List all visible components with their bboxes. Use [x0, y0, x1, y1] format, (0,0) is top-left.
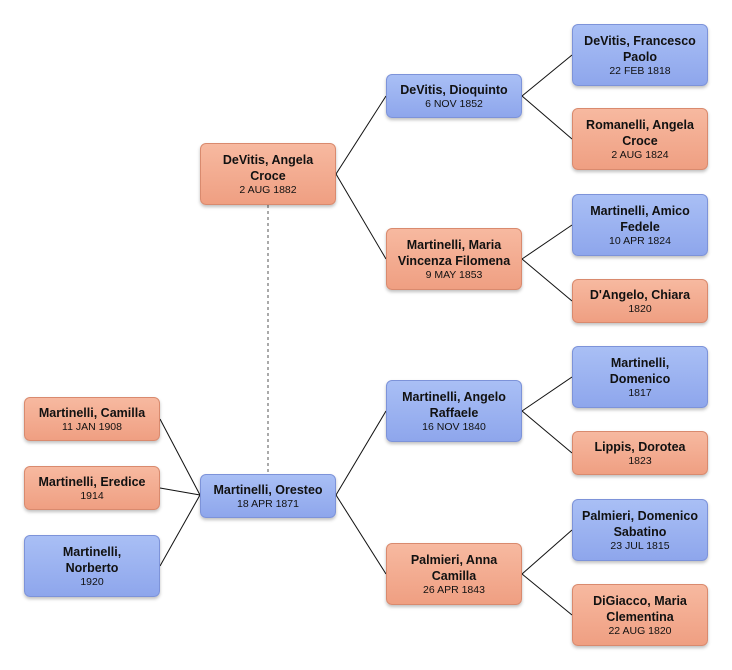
person-date: 1920 — [80, 575, 104, 588]
person-card-eredice[interactable]: Martinelli, Eredice 1914 — [24, 466, 160, 510]
person-date: 22 FEB 1818 — [609, 64, 671, 77]
parent-link-dioquinto-romanelli — [521, 95, 573, 140]
person-name: DeVitis, Francesco Paolo — [584, 33, 696, 64]
child-link-norberto — [159, 494, 201, 567]
person-card-camilla[interactable]: Martinelli, Camilla 11 JAN 1908 — [24, 397, 160, 441]
parent-link-oresteo-angelo — [335, 410, 387, 496]
parent-link-dioquinto-francesco — [521, 54, 573, 97]
person-date: 22 AUG 1820 — [608, 624, 672, 637]
person-name: Martinelli, Oresteo — [213, 482, 323, 497]
person-name: Palmieri, Domenico Sabatino — [581, 508, 698, 539]
person-date: 2 AUG 1882 — [239, 183, 297, 196]
person-name: Martinelli, Angelo Raffaele — [402, 389, 506, 420]
person-card-francesco[interactable]: DeVitis, Francesco Paolo 22 FEB 1818 — [572, 24, 708, 86]
person-date: 18 APR 1871 — [237, 497, 299, 510]
person-card-romanelli[interactable]: Romanelli, Angela Croce 2 AUG 1824 — [572, 108, 708, 170]
person-date: 2 AUG 1824 — [611, 148, 669, 161]
person-card-digiacco[interactable]: DiGiacco, Maria Clementina 22 AUG 1820 — [572, 584, 708, 646]
parent-link-angela-dioquinto — [335, 95, 387, 175]
person-date: 16 NOV 1840 — [422, 420, 486, 433]
person-date: 9 MAY 1853 — [425, 268, 483, 281]
person-card-angelo[interactable]: Martinelli, Angelo Raffaele 16 NOV 1840 — [386, 380, 522, 442]
person-name: Lippis, Dorotea — [594, 439, 686, 454]
person-card-norberto[interactable]: Martinelli, Norberto 1920 — [24, 535, 160, 597]
person-date: 10 APR 1824 — [609, 234, 671, 247]
person-name: Palmieri, Anna Camilla — [410, 552, 498, 583]
person-name: DeVitis, Dioquinto — [400, 82, 508, 97]
parent-link-anna-palmieri — [521, 529, 573, 575]
person-name: Martinelli, Amico Fedele — [590, 203, 690, 234]
person-name: Romanelli, Angela Croce — [586, 117, 694, 148]
person-card-maria-vincenza[interactable]: Martinelli, Maria Vincenza Filomena 9 MA… — [386, 228, 522, 290]
parent-link-anna-digiacco — [521, 573, 573, 616]
person-card-amico[interactable]: Martinelli, Amico Fedele 10 APR 1824 — [572, 194, 708, 256]
parent-link-maria-chiara — [521, 258, 573, 302]
person-date: 1820 — [628, 302, 652, 315]
person-date: 23 JUL 1815 — [610, 539, 670, 552]
person-card-domenico[interactable]: Martinelli, Domenico 1817 — [572, 346, 708, 408]
person-name: DiGiacco, Maria Clementina — [593, 593, 687, 624]
parent-link-angela-maria — [335, 173, 387, 260]
person-date: 11 JAN 1908 — [62, 420, 122, 433]
person-card-chiara[interactable]: D'Angelo, Chiara 1820 — [572, 279, 708, 323]
parent-link-oresteo-anna — [335, 494, 387, 575]
person-date: 1914 — [80, 489, 104, 502]
person-name: Martinelli, Eredice — [38, 474, 146, 489]
child-link-eredice — [159, 487, 201, 496]
person-name: Martinelli, Maria Vincenza Filomena — [397, 237, 511, 268]
person-card-dorotea[interactable]: Lippis, Dorotea 1823 — [572, 431, 708, 475]
person-date: 1817 — [628, 386, 652, 399]
person-name: Martinelli, Camilla — [38, 405, 146, 420]
child-link-camilla — [159, 418, 201, 496]
person-name: Martinelli, Norberto — [62, 544, 122, 575]
person-card-oresteo[interactable]: Martinelli, Oresteo 18 APR 1871 — [200, 474, 336, 518]
person-date: 1823 — [628, 454, 652, 467]
person-name: D'Angelo, Chiara — [589, 287, 691, 302]
person-card-anna[interactable]: Palmieri, Anna Camilla 26 APR 1843 — [386, 543, 522, 605]
person-date: 6 NOV 1852 — [425, 97, 483, 110]
parent-link-angelo-dorotea — [521, 410, 573, 454]
parent-link-maria-amico — [521, 224, 573, 260]
person-name: DeVitis, Angela Croce — [222, 152, 314, 183]
parent-link-angelo-domenico — [521, 376, 573, 412]
person-card-palmieri-domenico[interactable]: Palmieri, Domenico Sabatino 23 JUL 1815 — [572, 499, 708, 561]
person-date: 26 APR 1843 — [423, 583, 485, 596]
person-name: Martinelli, Domenico — [609, 355, 671, 386]
person-card-dioquinto[interactable]: DeVitis, Dioquinto 6 NOV 1852 — [386, 74, 522, 118]
person-card-angela[interactable]: DeVitis, Angela Croce 2 AUG 1882 — [200, 143, 336, 205]
